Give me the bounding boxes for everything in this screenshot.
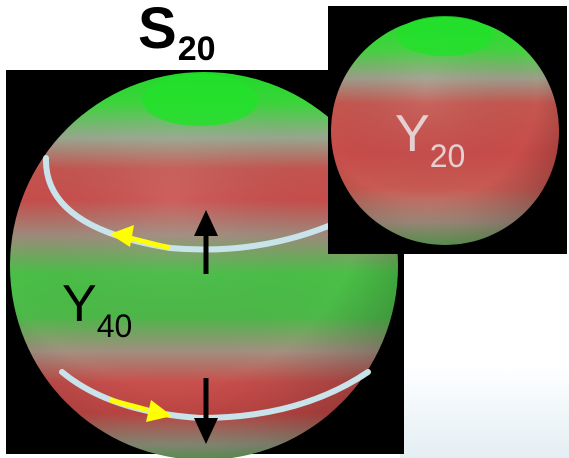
large-sphere-label-subscript: 40 xyxy=(96,308,133,344)
upper-flow-arrow xyxy=(110,225,171,251)
large-sphere-label-symbol: Y xyxy=(62,275,97,333)
lower-flow-arrow xyxy=(109,397,172,422)
small-sphere-label: Y20 xyxy=(395,105,465,172)
large-sphere-label: Y40 xyxy=(62,275,132,342)
radial-arrow-up xyxy=(194,210,218,274)
small-sphere-label-symbol: Y xyxy=(395,105,430,163)
title-symbol: S xyxy=(138,0,177,61)
title: S20 xyxy=(138,0,216,70)
small-sphere xyxy=(331,16,559,245)
background-fade xyxy=(400,365,569,458)
radial-arrow-down xyxy=(194,378,218,444)
lower-flow-line xyxy=(59,369,371,422)
small-sphere-label-subscript: 20 xyxy=(429,138,466,174)
title-subscript: 20 xyxy=(177,30,216,68)
